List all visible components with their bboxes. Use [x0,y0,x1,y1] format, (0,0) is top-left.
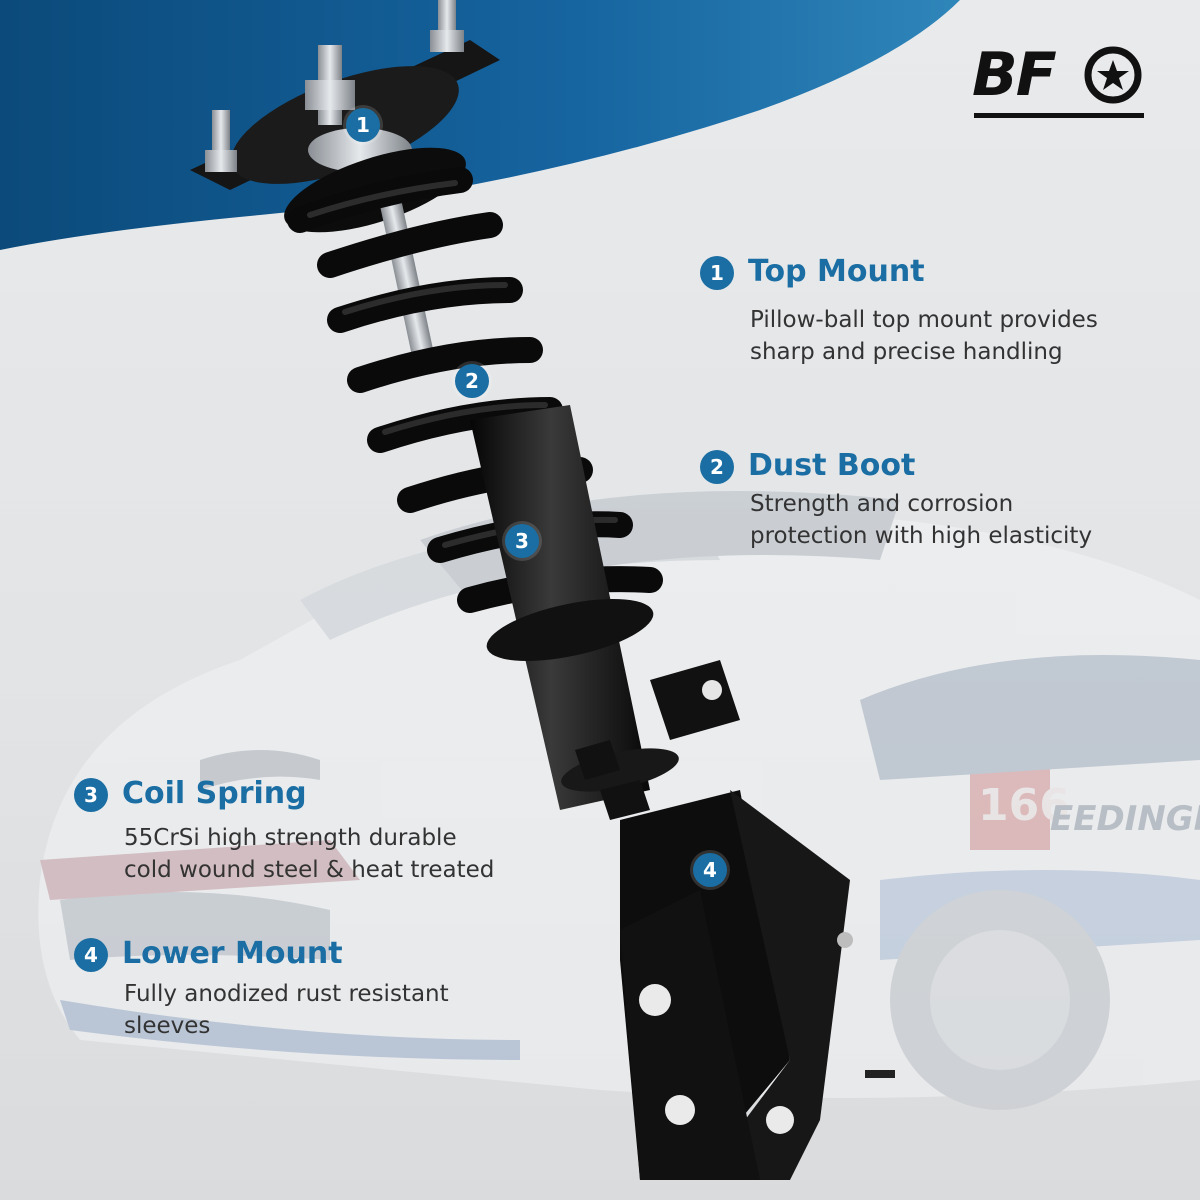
feature-top-mount: 1 Top Mount Pillow-ball top mount provid… [700,252,1170,372]
feature-title: Dust Boot [748,448,916,483]
star-wheel-icon [1084,46,1142,104]
feature-number: 3 [74,778,108,812]
feature-number: 2 [700,450,734,484]
feature-number: 4 [74,938,108,972]
marker-1: 1 [346,108,380,142]
feature-description: Strength and corrosion protection with h… [750,491,1093,549]
logo-text: BF [972,40,1057,110]
feature-number: 1 [700,256,734,290]
car-number: 166 [978,780,1070,831]
feature-dust-boot: 2 Dust Boot Strength and corrosion prote… [700,446,1170,566]
marker-4: 4 [693,853,727,887]
marker-2: 2 [455,364,489,398]
feature-description: Pillow-ball top mount provides sharp and… [750,307,1098,365]
feature-title: Lower Mount [122,936,343,971]
feature-description: Fully anodized rust resistant sleeves [124,981,449,1039]
header-wave [0,0,960,250]
feature-description: 55CrSi high strength durable cold wound … [124,825,495,883]
brand-logo: BF [972,40,1152,118]
logo-underline [974,113,1144,118]
marker-3: 3 [505,524,539,558]
feature-title: Top Mount [748,254,925,289]
feature-title: Coil Spring [122,776,307,811]
car-text: EEDINGR [1050,799,1200,839]
feature-lower-mount: 4 Lower Mount Fully anodized rust resist… [74,934,544,1054]
feature-coil-spring: 3 Coil Spring 55CrSi high strength durab… [74,774,544,894]
